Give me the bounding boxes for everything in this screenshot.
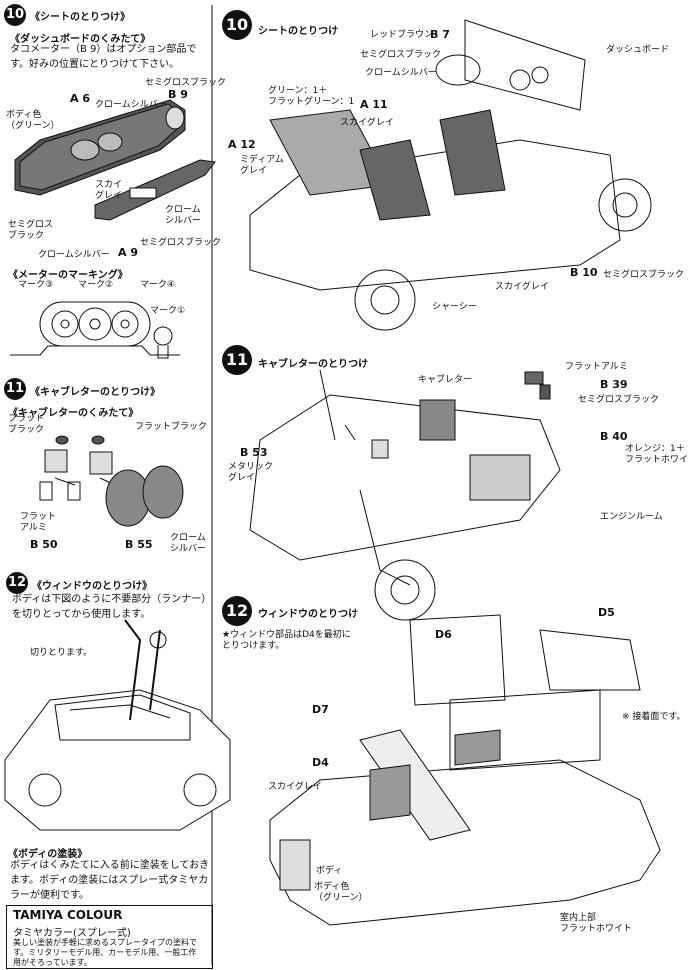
tamiya-sub: タミヤカラー(スプレー式) — [13, 928, 131, 939]
label-body-color-r12: ボディ色 （グリーン） — [314, 882, 368, 903]
dashboard-subtitle: 《ダッシュボードのくみたて》 — [10, 34, 151, 45]
label-sky-grey-r12: スカイグレイ — [268, 782, 322, 792]
label-flat-black-2: フラットブラック — [135, 422, 208, 432]
tamiya-colour-box: TAMIYA COLOUR タミヤカラー(スプレー式) 美しい塗装が手軽に求める… — [6, 905, 213, 969]
part-b55: B 55 — [125, 538, 153, 551]
step10-left-title: 《シートのとりつけ》 — [30, 12, 131, 23]
label-cut-off: 切りとります。 — [30, 648, 93, 658]
step-number-12-left: 12 — [6, 572, 28, 594]
body-paint-note: ボディはくみたてに入る前に塗装をしておきます。ボディの塗装にはスプレー式タミヤカ… — [10, 860, 210, 901]
label-sky-grey: スカイ グレイ — [95, 180, 123, 201]
step-number-11-left: 11 — [4, 378, 26, 400]
body-runner-drawing — [4, 619, 231, 831]
step-number-10-right: 10 — [222, 10, 252, 40]
tamiya-desc: 美しい塗装が手軽に求めるスプレータイプの塗料です。ミリタリーモデル用、カーモデル… — [13, 938, 197, 967]
part-b53: B 53 — [240, 446, 268, 459]
label-chrome-silver-top: クロームシルバー — [95, 100, 167, 110]
label-flat-black-1: フラット ブラック — [8, 414, 45, 435]
label-flat-aluminum: フラット アルミ — [20, 512, 57, 533]
label-semigloss-black-r10: セミグロスブラック — [360, 50, 442, 60]
body-paint-title: 《ボディの塗装》 — [8, 849, 88, 860]
label-flat-aluminum-r11: フラットアルミ — [565, 362, 628, 372]
label-chrome-silver-r10: クロームシルバー — [365, 68, 437, 78]
step-number-12-right: 12 — [222, 596, 252, 626]
dashboard-drawing — [14, 99, 216, 221]
label-sky-grey-r10: スカイグレイ — [340, 118, 394, 128]
part-a12: A 12 — [228, 138, 256, 151]
step10-right-title: シートのとりつけ — [258, 26, 339, 37]
part-a6: A 6 — [70, 92, 90, 105]
window-note: ★ウィンドウ部品はD4を最初に とりつけます。 — [222, 630, 351, 651]
carburetor-parts-drawing — [39, 435, 184, 527]
step12-left-title: 《ウィンドウのとりつけ》 — [32, 581, 153, 592]
label-metallic-grey: メタリック グレイ — [228, 462, 274, 483]
label-semigloss-black-b10: セミグロスブラック — [603, 270, 685, 280]
label-interior-top: 室内上部 フラットホワイト — [560, 913, 633, 934]
label-engine-room: エンジンルーム — [600, 512, 663, 522]
step12-right-title: ウィンドウのとりつけ — [258, 609, 359, 620]
meter-drawing — [10, 301, 180, 359]
runner-note: ボディは下図のように不要部分（ランナー）を切りとってから使用します。 — [12, 594, 207, 620]
label-chassis: シャーシー — [432, 302, 477, 312]
carb-assembly-title: 《キャブレターのくみたて》 — [8, 408, 139, 419]
engine-room-drawing — [249, 369, 561, 621]
label-adhesive-surface: ※ 接着面です。 — [622, 712, 686, 722]
part-b50: B 50 — [30, 538, 58, 551]
label-orange-flatwhite: オレンジ：1＋ フラットホワイト：1 — [625, 444, 689, 465]
label-green-flat: グリーン：1＋ フラットグリーン：1 — [268, 86, 355, 107]
step11-right-title: キャブレターのとりつけ — [258, 359, 369, 370]
part-b10: B 10 — [570, 266, 598, 279]
label-dashboard: ダッシュボード — [606, 45, 670, 55]
part-b40: B 40 — [600, 430, 628, 443]
step-number-11-right: 11 — [222, 345, 252, 375]
label-sky-grey-2: スカイグレイ — [495, 282, 549, 292]
label-medium-grey: ミディアム グレイ — [240, 155, 284, 176]
interior-seat-drawing — [249, 19, 652, 331]
label-chrome-silver-bottom: クロームシルバー — [38, 250, 110, 260]
window-body-drawing — [269, 614, 661, 926]
label-semigloss-black-bottom: セミグロスブラック — [140, 238, 222, 248]
mark-1: マーク① — [150, 306, 186, 316]
part-d4: D4 — [312, 756, 329, 769]
label-semigloss-black-left: セミグロス ブラック — [8, 220, 54, 241]
part-d5: D5 — [598, 606, 615, 619]
part-b9: B 9 — [168, 88, 188, 101]
step11-left-title: 《キャブレターのとりつけ》 — [30, 387, 161, 398]
label-red-brown: レッドブラウン — [370, 30, 434, 40]
mark-4: マーク④ — [140, 280, 176, 290]
tamiya-brand: TAMIYA COLOUR — [13, 908, 123, 922]
step-number-10-left: 10 — [4, 4, 26, 26]
label-body: ボディ — [316, 866, 343, 876]
label-chrome-silver-right: クローム シルバー — [165, 205, 202, 226]
mark-2: マーク② — [78, 280, 114, 290]
part-a11: A 11 — [360, 98, 388, 111]
label-carburetor: キャブレター — [418, 375, 473, 385]
label-chrome-silver-carb: クローム シルバー — [170, 533, 207, 554]
meter-marking-title: 《メーターのマーキング》 — [8, 270, 128, 281]
label-semigloss-black-r11: セミグロスブラック — [578, 395, 660, 405]
part-d6: D6 — [435, 628, 452, 641]
part-b39: B 39 — [600, 378, 628, 391]
mark-3: マーク③ — [18, 280, 54, 290]
part-d7: D7 — [312, 703, 329, 716]
label-body-color: ボディ色 （グリーン） — [6, 110, 60, 131]
part-b7: B 7 — [430, 28, 450, 41]
part-a9: A 9 — [118, 246, 138, 259]
label-semigloss-black-top: セミグロスブラック — [145, 78, 227, 88]
tachometer-note: タコメーター（B 9）はオプション部品です。好みの位置にとりつけて下さい。 — [10, 44, 197, 70]
